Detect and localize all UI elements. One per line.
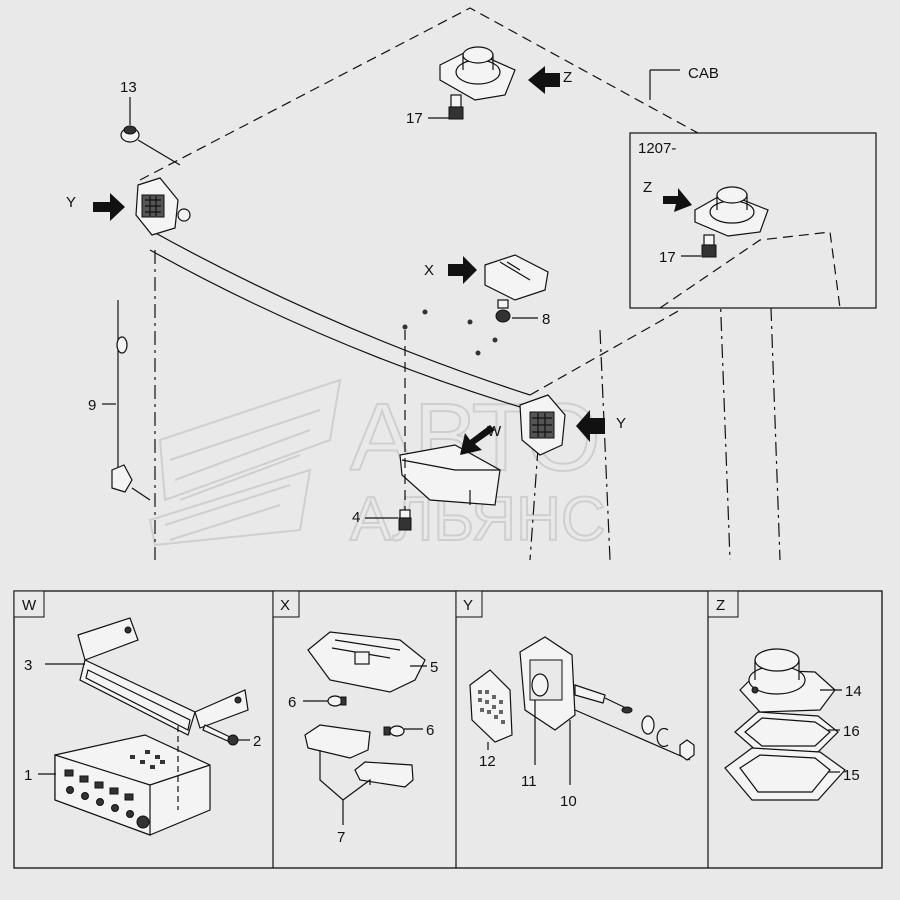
label-16: 16	[843, 723, 860, 740]
bolt-17-top	[448, 94, 464, 120]
lamp-housing-10	[519, 636, 633, 731]
label-1: 1	[24, 767, 32, 784]
bulb-11	[531, 673, 549, 697]
bolt-4	[398, 509, 412, 531]
arrow-z-top	[528, 66, 560, 94]
bolt-17-inset	[701, 234, 717, 258]
roof-front-edge-lower	[149, 249, 531, 411]
panel-y-contents: 12 11 10	[469, 636, 695, 810]
roof-outline	[139, 7, 821, 201]
panel-title-x: X	[280, 597, 290, 614]
dome-light	[484, 254, 549, 301]
washers-nut	[641, 715, 695, 761]
label-cab: CAB	[688, 65, 719, 82]
bolt-8	[495, 299, 511, 323]
arrow-w	[460, 425, 495, 455]
panel-title-w: W	[22, 597, 37, 614]
label-4: 4	[352, 509, 360, 526]
gasket-16	[734, 711, 839, 753]
label-8: 8	[542, 311, 550, 328]
bulb-6a	[327, 695, 347, 707]
label-17-inset: 17	[659, 249, 676, 266]
label-12: 12	[479, 753, 496, 770]
grille-15	[724, 747, 846, 801]
label-7: 7	[337, 829, 345, 846]
label-14: 14	[845, 683, 862, 700]
label-x: X	[424, 262, 434, 279]
label-6a: 6	[288, 694, 296, 711]
radio-bracket	[399, 444, 501, 506]
label-y-left: Y	[66, 194, 76, 211]
label-3: 3	[24, 657, 32, 674]
label-11: 11	[521, 773, 537, 790]
panel-z-contents: 14 16 15	[724, 648, 862, 801]
label-6b: 6	[426, 722, 434, 739]
label-10: 10	[560, 793, 577, 810]
label-y-right: Y	[616, 415, 626, 432]
panel-w-contents: 3 2	[24, 617, 261, 836]
roof-front-edge	[149, 229, 531, 396]
arrow-z-inset	[663, 188, 692, 212]
label-z-inset: Z	[643, 179, 652, 196]
label-w: W	[487, 423, 502, 440]
arrow-y-left	[93, 193, 125, 221]
panel-title-z: Z	[716, 597, 725, 614]
work-lamp-left	[135, 177, 191, 236]
inset-1207: 1207- Z 17	[629, 132, 877, 309]
lens-covers-7	[304, 724, 414, 788]
work-lamp-right	[519, 394, 566, 456]
label-13: 13	[120, 79, 137, 96]
watermark-emblem	[148, 378, 342, 547]
label-5: 5	[430, 659, 438, 676]
label-1207: 1207-	[638, 140, 676, 157]
arrow-y-right	[576, 410, 605, 442]
arrow-x	[448, 256, 477, 284]
label-17-top: 17	[406, 110, 423, 127]
detail-panels: W X Y Z 3 2	[13, 590, 883, 869]
bulb-6b	[383, 725, 405, 737]
lamp-lens-12	[469, 669, 513, 743]
grommet-13	[120, 125, 140, 143]
label-15: 15	[843, 767, 860, 784]
roof-speaker	[439, 46, 516, 101]
inset-speaker	[694, 186, 769, 237]
radio-unit	[54, 734, 211, 836]
speaker-14	[739, 648, 836, 713]
label-9: 9	[88, 397, 96, 414]
cab-pillar-2	[599, 329, 611, 561]
antenna	[111, 300, 151, 501]
panel-x-contents: 5 6 6 7	[288, 631, 438, 846]
dome-light-lens	[307, 631, 426, 693]
screw-2	[202, 724, 239, 746]
cab-pillar-3	[719, 289, 731, 561]
label-2: 2	[253, 733, 261, 750]
cab-roof-assembly: CAB Z 17 13 Y	[66, 7, 831, 561]
label-z-top: Z	[563, 69, 572, 86]
panel-title-y: Y	[463, 597, 473, 614]
cab-pillar-4	[769, 279, 781, 561]
cab-center-pillar	[529, 419, 541, 561]
roof-right-edge	[529, 224, 831, 396]
